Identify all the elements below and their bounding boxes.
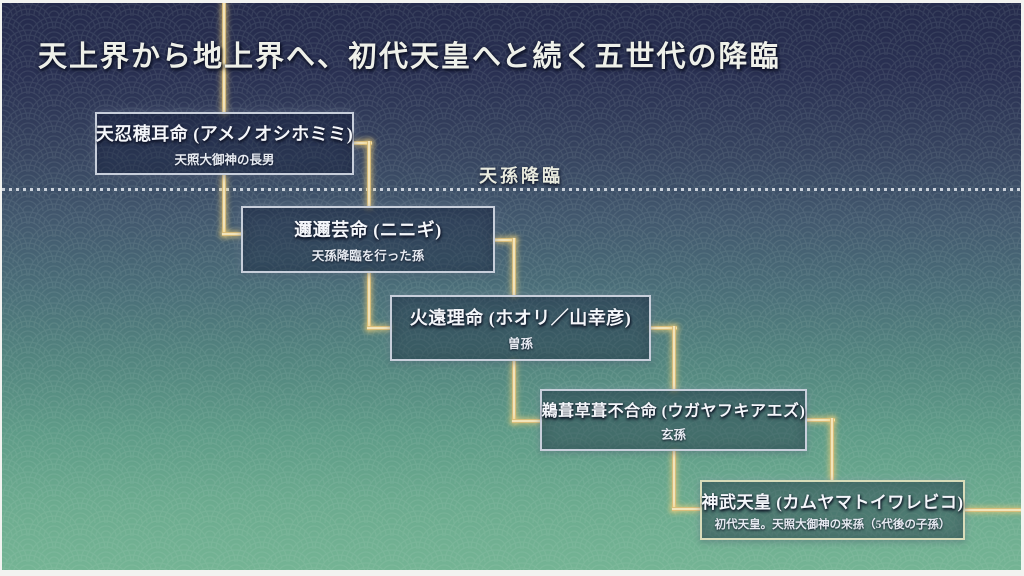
- connector-line: [965, 508, 1021, 512]
- connector-line: [512, 361, 516, 423]
- connector-line: [222, 3, 226, 114]
- connector-line: [651, 326, 677, 330]
- connector-line: [354, 141, 372, 145]
- deity-name: 神武天皇 (カムヤマトイワレビコ): [701, 493, 964, 512]
- connector-line: [672, 326, 676, 391]
- connector-line: [672, 507, 700, 511]
- connector-line: [367, 273, 371, 330]
- node-jinmu-tenno: 神武天皇 (カムヤマトイワレビコ) 初代天皇。天照大御神の来孫（5代後の子孫）: [700, 480, 965, 540]
- deity-note: 天孫降臨を行った孫: [311, 248, 425, 263]
- slide-background: 天上界から地上界へ、初代天皇へと続く五世代の降臨 天孫降臨 天忍穂耳命 (アメノ…: [2, 3, 1021, 570]
- node-ameno-oshihomimi: 天忍穂耳命 (アメノオシホミミ) 天照大御神の長男: [95, 112, 354, 175]
- connector-line: [495, 238, 516, 242]
- connector-line: [807, 418, 835, 422]
- connector-line: [367, 326, 390, 330]
- deity-name: 邇邇芸命 (ニニギ): [294, 219, 442, 240]
- connector-line: [512, 238, 516, 296]
- deity-note: 玄孫: [660, 428, 686, 442]
- connector-line: [672, 451, 676, 511]
- connector-line: [367, 141, 371, 208]
- connector-line: [830, 418, 834, 480]
- node-hoori: 火遠理命 (ホオリ／山幸彦) 曽孫: [390, 295, 651, 361]
- seigaiha-wave-pattern: [2, 3, 1021, 570]
- connector-line: [222, 232, 241, 236]
- node-ninigi: 邇邇芸命 (ニニギ) 天孫降臨を行った孫: [241, 206, 495, 273]
- page-title: 天上界から地上界へ、初代天皇へと続く五世代の降臨: [38, 41, 781, 73]
- deity-note: 初代天皇。天照大御神の来孫（5代後の子孫）: [714, 519, 951, 531]
- deity-name: 天忍穂耳命 (アメノオシホミミ): [95, 123, 354, 144]
- divider-label: 天孫降臨: [479, 166, 563, 186]
- connector-line: [222, 175, 226, 236]
- node-ugayafukiaezu: 鵜葺草葺不合命 (ウガヤフキアエズ) 玄孫: [540, 389, 807, 451]
- heaven-earth-dotted-divider: [2, 188, 1021, 191]
- deity-note: 天照大御神の長男: [174, 152, 275, 167]
- deity-note: 曽孫: [507, 337, 533, 351]
- deity-name: 火遠理命 (ホオリ／山幸彦): [409, 308, 632, 328]
- deity-name: 鵜葺草葺不合命 (ウガヤフキアエズ): [541, 403, 806, 420]
- connector-line: [512, 419, 540, 423]
